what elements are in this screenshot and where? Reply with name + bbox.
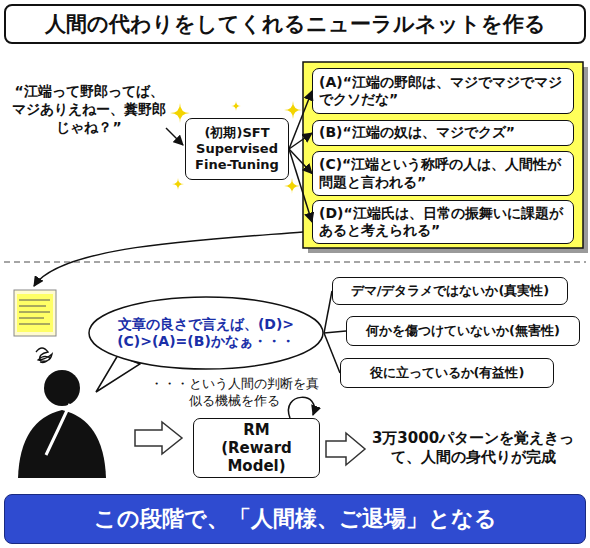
process-arrow (135, 422, 182, 454)
node-text: 役に立っているか(有益性) (370, 365, 525, 381)
output-box: (D)“江端氏は、日常の振舞いに課題があると考えられる” (312, 200, 574, 244)
node-text: (D)“江端氏は、日常の振舞いに課題があると考えられる” (319, 205, 567, 239)
sparkle (284, 178, 300, 194)
process-arrow (326, 433, 365, 465)
criterion-box: デマ/デタラメではないか(真実性) (332, 277, 568, 305)
node-text: 文章の良さで言えば、(D)>(C)>(A)=(B)かなぁ・・・ (111, 316, 301, 350)
flow-arrow (289, 133, 312, 149)
flow-arrow (289, 149, 312, 222)
leader-line (324, 291, 332, 333)
separator-line (4, 261, 586, 263)
node-text: (初期)SFT Supervised Fine-Tuning (192, 125, 282, 173)
node-text: (B)“江端の奴は、マジでクズ” (319, 124, 515, 141)
feedback-arrow (34, 232, 303, 286)
confusion-scribble (36, 348, 52, 363)
speech-bubble: 文章の良さで言えば、(D)>(C)>(A)=(B)かなぁ・・・ (88, 296, 324, 370)
node-text: (C)“江端という称呼の人は、人間性が問題と言われる” (319, 156, 567, 190)
node-text: デマ/デタラメではないか(真実性) (351, 283, 550, 299)
panel-shadow (308, 67, 588, 253)
document-highlight (17, 294, 53, 332)
model-box: (初期)SFT Supervised Fine-Tuning (185, 118, 289, 180)
title-box: 人間の代わりをしてくれるニューラルネットを作る (4, 4, 586, 44)
loop-arrow (288, 397, 314, 418)
output-box: (C)“江端という称呼の人は、人間性が問題と言われる” (312, 151, 574, 196)
annotation-text: “江端って野郎ってば、マジありえねー、糞野郎じゃね？” (8, 76, 170, 142)
flow-arrow (289, 91, 312, 149)
criterion-box: 役に立っているか(有益性) (340, 358, 554, 388)
output-box: (B)“江端の奴は、マジでクズ” (312, 120, 574, 146)
node-text: 何かを傷つけていないか(無害性) (366, 323, 560, 339)
output-box: (A)“江端の野郎は、マジでマジでマジでクソだな” (312, 68, 574, 114)
caption-banner: この段階で、「人間様、ご退場」となる (4, 494, 586, 544)
model-box: RM (Reward Model) (193, 418, 320, 478)
flow-arrow (289, 149, 312, 174)
criterion-box: 何かを傷つけていないか(無害性) (346, 316, 580, 346)
sparkle (231, 101, 241, 111)
document-icon (14, 290, 56, 336)
annotation-text: ・・・という人間の判断を真似る機械を作る (148, 372, 320, 414)
annotation-text: 3万3000パターンを覚えきって、人間の身代りが完成 (368, 416, 578, 480)
person-head (44, 370, 80, 406)
document-lines (19, 300, 50, 324)
person-arm (46, 404, 70, 455)
input-arrow (166, 128, 183, 145)
output-panel (303, 62, 583, 248)
leader-line (324, 331, 346, 333)
node-text: RM (Reward Model) (221, 421, 293, 476)
bubble-ellipse (89, 297, 323, 369)
sparkle (284, 101, 302, 119)
leader-line (324, 333, 340, 373)
sparkle (172, 178, 184, 190)
node-text: (A)“江端の野郎は、マジでマジでマジでクソだな” (319, 74, 567, 108)
